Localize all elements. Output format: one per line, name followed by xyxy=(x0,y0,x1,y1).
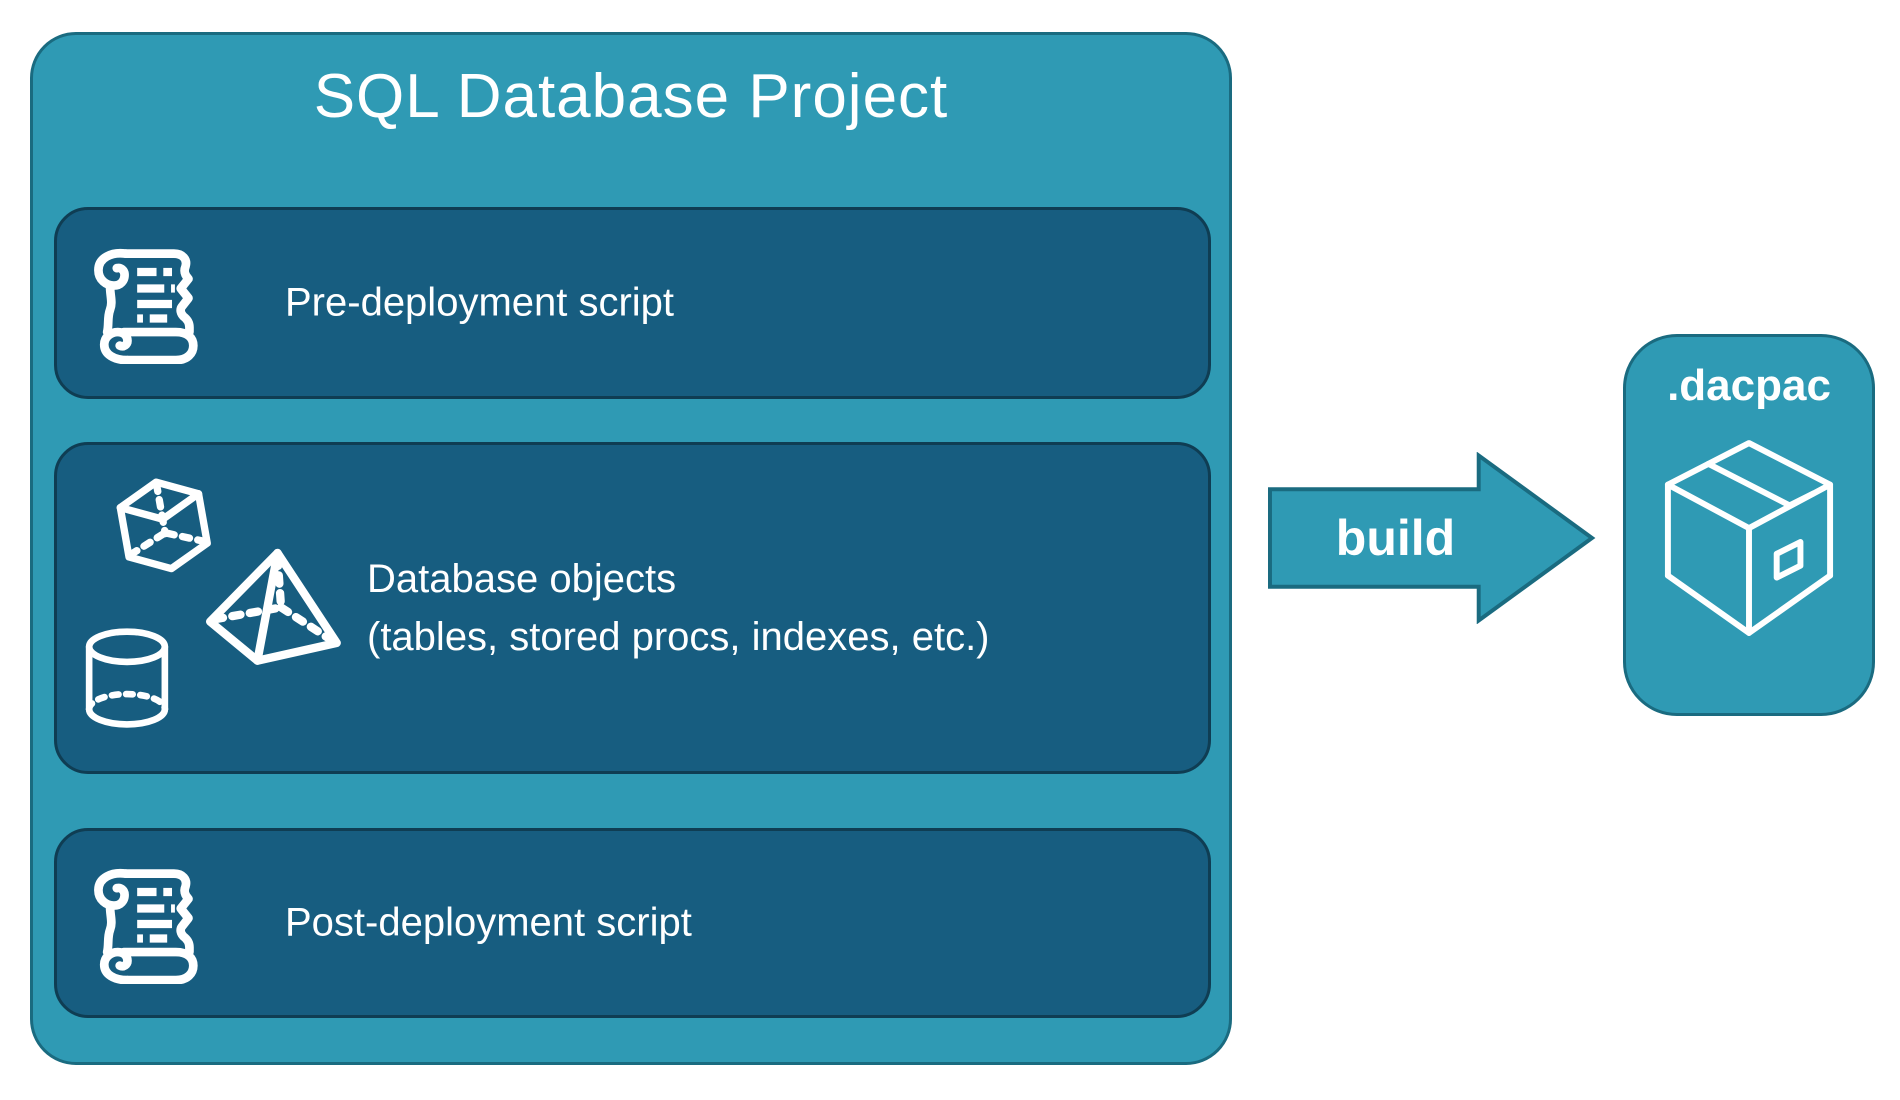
project-title: SQL Database Project xyxy=(313,62,949,131)
database-objects-panel: Database objects (tables, stored procs, … xyxy=(54,442,1211,774)
pre-deployment-label: Pre-deployment script xyxy=(285,280,675,325)
cube-icon xyxy=(116,478,211,573)
post-deployment-panel: Post-deployment script xyxy=(54,828,1211,1018)
pre-deployment-panel: Pre-deployment script xyxy=(54,207,1211,399)
database-objects-line2: (tables, stored procs, indexes, etc.) xyxy=(367,615,990,659)
build-label: build xyxy=(1335,510,1456,566)
pyramid-icon xyxy=(205,548,341,665)
cylinder-icon xyxy=(85,628,169,728)
sql-database-project-container: SQL Database Project Pre-deployment scri… xyxy=(30,32,1232,1065)
database-objects-label: Database objects (tables, stored procs, … xyxy=(367,550,990,666)
arrow-right-shape xyxy=(1268,452,1596,624)
dacpac-box: .dacpac xyxy=(1623,334,1875,716)
dacpac-label: .dacpac xyxy=(1667,361,1831,410)
scroll-icon xyxy=(94,868,198,984)
post-deployment-label: Post-deployment script xyxy=(285,900,692,945)
database-objects-line1: Database objects xyxy=(367,557,677,601)
package-icon xyxy=(1664,440,1834,636)
scroll-icon xyxy=(94,248,198,364)
build-arrow: build xyxy=(1268,452,1596,624)
